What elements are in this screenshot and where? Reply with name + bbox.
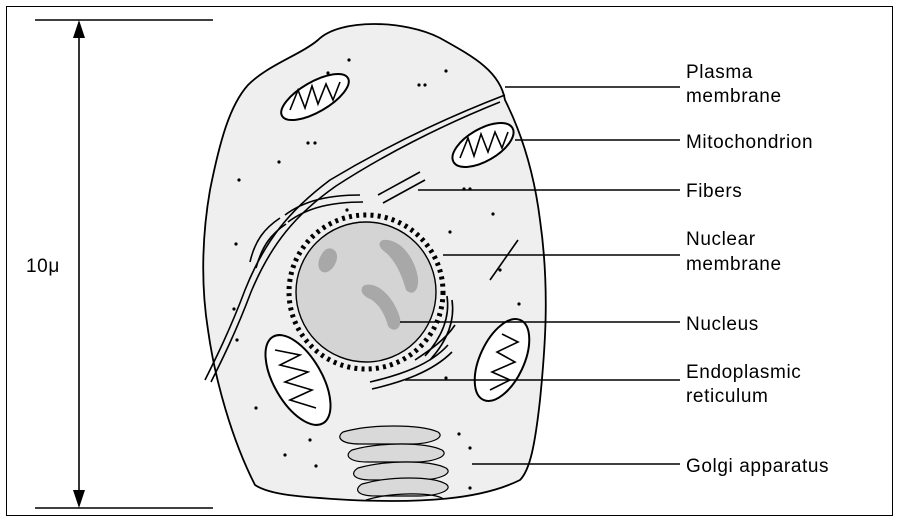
scale-arrow-down-icon — [73, 490, 85, 508]
scale-label: 10μ — [26, 256, 60, 277]
scale-arrow-up-icon — [73, 20, 85, 38]
label-golgi-apparatus: Golgi apparatus — [686, 456, 829, 477]
label-nuclear-membrane-line1: Nuclear — [686, 229, 756, 250]
label-nuclear-membrane-line2: membrane — [686, 254, 782, 275]
label-mitochondrion: Mitochondrion — [686, 132, 813, 153]
scale-bar: 10μ — [26, 20, 213, 508]
label-plasma-membrane-line2: membrane — [686, 86, 782, 107]
label-endoplasmic-reticulum-line1: Endoplasmic — [686, 362, 801, 383]
labels: Plasma membrane Mitochondrion Fibers Nuc… — [686, 62, 829, 477]
label-nucleus: Nucleus — [686, 314, 759, 335]
label-fibers: Fibers — [686, 181, 742, 202]
label-endoplasmic-reticulum-line2: reticulum — [686, 386, 768, 407]
label-plasma-membrane-line1: Plasma — [686, 62, 753, 83]
